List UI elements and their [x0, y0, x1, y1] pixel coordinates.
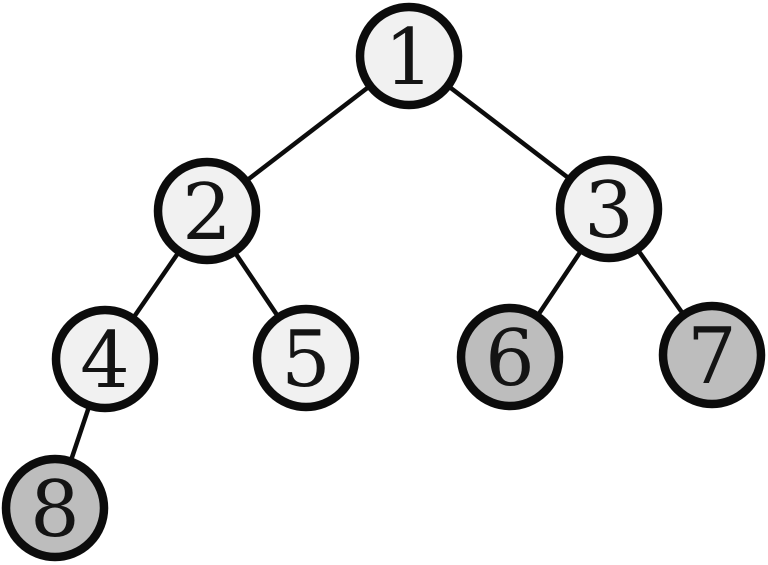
tree-node-2-label: 2: [182, 168, 232, 258]
tree-node-8-circle: [1, 454, 109, 562]
tree-node-2-circle: [153, 157, 261, 265]
tree-node-2: 2: [153, 157, 261, 265]
tree-node-3-circle: [555, 155, 663, 263]
tree-node-3-label: 3: [584, 166, 634, 256]
tree-node-6-label: 6: [485, 314, 535, 404]
tree-node-6: 6: [456, 303, 564, 411]
tree-node-4-label: 4: [80, 316, 130, 406]
tree-node-6-circle: [456, 303, 564, 411]
tree-node-7-circle: [658, 301, 766, 409]
tree-node-8-label: 8: [30, 465, 80, 555]
tree-node-1-label: 1: [384, 13, 434, 103]
tree-node-5: 5: [252, 304, 360, 412]
tree-node-5-circle: [252, 304, 360, 412]
tree-node-3: 3: [555, 155, 663, 263]
tree-node-7: 7: [658, 301, 766, 409]
tree-node-8: 8: [1, 454, 109, 562]
tree-node-1-circle: [355, 2, 463, 110]
tree-node-5-label: 5: [281, 315, 331, 405]
tree-node-1: 1: [355, 2, 463, 110]
tree-node-7-label: 7: [687, 312, 737, 402]
tree-node-4: 4: [51, 305, 159, 413]
tree-node-4-circle: [51, 305, 159, 413]
